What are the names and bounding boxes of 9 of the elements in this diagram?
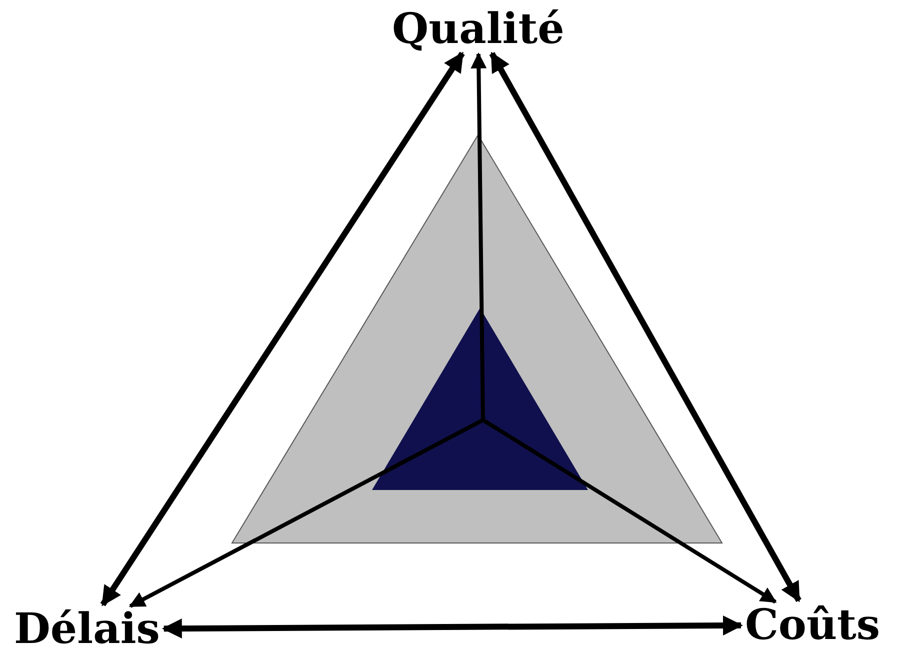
double-arrow: [489, 52, 802, 602]
double-arrow: [162, 616, 743, 638]
vertex-label: Coûts: [745, 604, 880, 646]
double-arrow: [100, 52, 465, 606]
vertex-label: Qualité: [392, 8, 564, 50]
axis-arrow: [482, 418, 777, 604]
vertex-label: Délais: [14, 608, 160, 650]
axis-arrow: [128, 418, 484, 608]
axis-arrow: [470, 52, 487, 420]
